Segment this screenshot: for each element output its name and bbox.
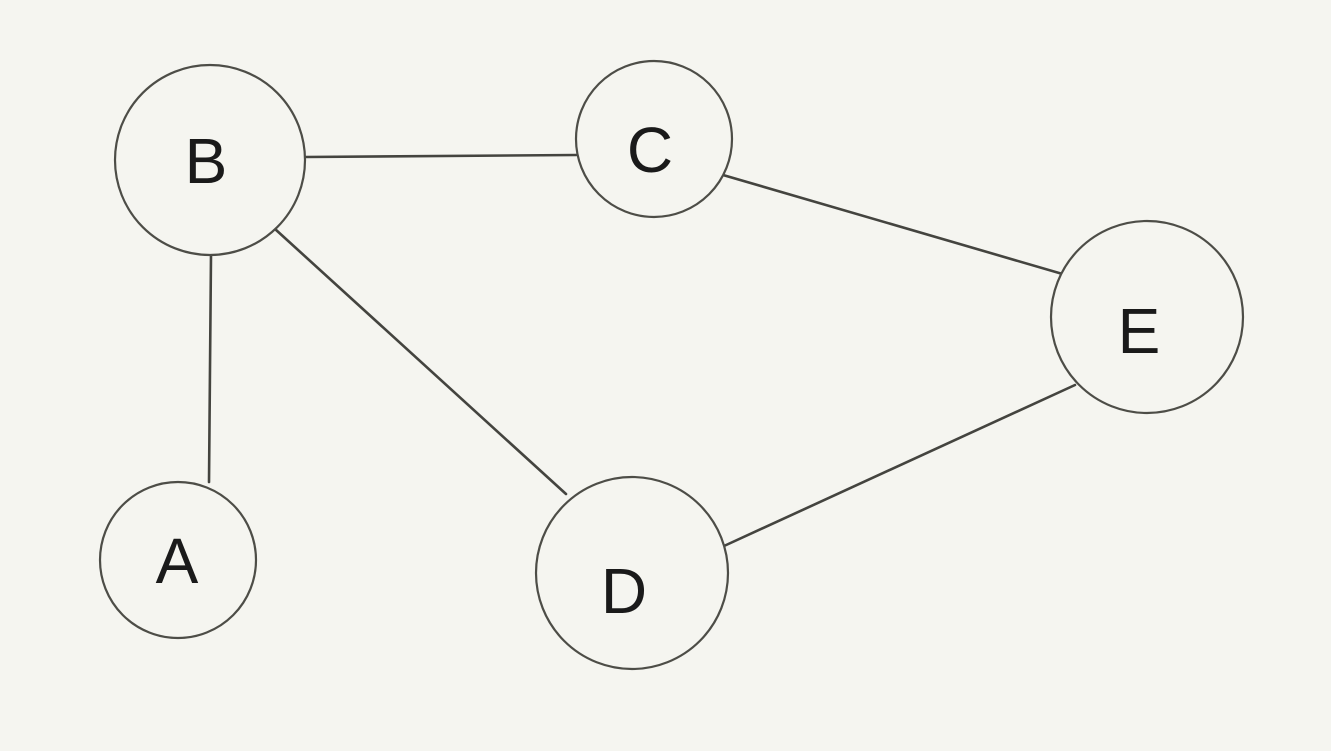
nodes-layer: A B C D E	[98, 59, 1245, 671]
graph-node-label-a: A	[156, 525, 199, 597]
graph-node-b[interactable]: B	[113, 63, 307, 257]
graph-edge-b-c	[303, 153, 578, 159]
graph-node-circle-b[interactable]	[113, 63, 307, 257]
graph-node-circle-e[interactable]	[1049, 219, 1245, 415]
edges-layer	[207, 153, 1077, 548]
graph-node-c[interactable]: C	[574, 59, 734, 219]
graph-edge-a-b	[207, 253, 213, 484]
graph-node-a[interactable]: A	[98, 480, 258, 640]
graph-node-label-b: B	[185, 125, 228, 197]
graph-edge-b-d	[273, 227, 568, 496]
graph-node-label-c: C	[627, 114, 673, 186]
graph-edge-c-e	[721, 173, 1068, 277]
graph-node-e[interactable]: E	[1049, 219, 1245, 415]
graph-node-label-d: D	[601, 555, 647, 627]
graph-node-label-e: E	[1118, 295, 1161, 367]
graph-node-d[interactable]: D	[534, 475, 730, 671]
graph-node-circle-d[interactable]	[534, 475, 730, 671]
graph-node-circle-c[interactable]	[574, 59, 734, 219]
graph-node-circle-a[interactable]	[98, 480, 258, 640]
graph-edge-d-e	[722, 383, 1077, 548]
